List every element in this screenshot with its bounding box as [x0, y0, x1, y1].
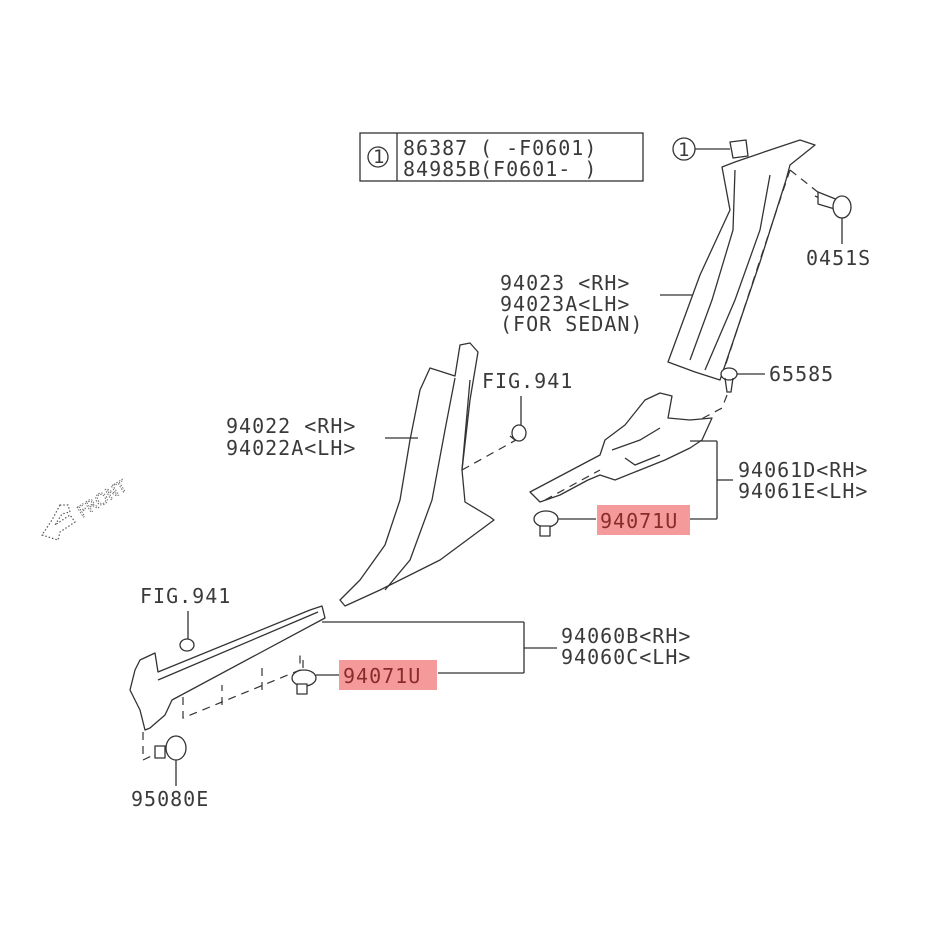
svg-text:FIG.941: FIG.941 [482, 369, 573, 393]
svg-text:94060C<LH>: 94060C<LH> [561, 645, 691, 669]
fig-ref-mid: FIG.941 [482, 369, 573, 442]
highlighted-part-number[interactable]: 94071U [600, 509, 678, 533]
highlight-box [597, 505, 690, 535]
legend-row-1-part: 86387 [403, 136, 468, 160]
svg-text:94061E<LH>: 94061E<LH> [738, 479, 868, 503]
legend-table: 1 86387 ( -F0601) 84985B (F0601- ) [359, 132, 644, 182]
legend-row-2-part: 84985B [403, 157, 481, 181]
legend-ref-symbol: 1 [373, 146, 385, 168]
fig-ref-left: FIG.941 [140, 584, 231, 652]
svg-text:94023 <RH>: 94023 <RH> [500, 271, 630, 295]
rear-sill-part [529, 392, 713, 503]
label-65585: 65585 [769, 362, 834, 386]
front-sill-part [129, 605, 326, 761]
clip-94071u-rear: 94071U [533, 505, 690, 537]
ref-circle-icon [367, 146, 389, 168]
callout-upper-pillar: 94023 <RH> 94023A<LH> (FOR SEDAN) [500, 271, 692, 336]
label-0451s: 0451S [806, 246, 871, 270]
callout-rear-sill: 94061D<RH> 94061E<LH> [690, 440, 868, 520]
bolt-95080e: 95080E [131, 735, 209, 811]
highlight-box [339, 660, 437, 690]
callout-center-pillar: 94022 <RH> 94022A<LH> [226, 414, 418, 460]
ref-callout-1: 1 [672, 137, 749, 161]
front-direction-arrow: FRONT [41, 476, 131, 541]
svg-text:FRONT: FRONT [74, 476, 131, 521]
svg-text:1: 1 [678, 139, 690, 161]
svg-text:94022 <RH>: 94022 <RH> [226, 414, 356, 438]
svg-text:94022A<LH>: 94022A<LH> [226, 436, 356, 460]
upper-pillar-part [667, 139, 839, 383]
clip-94071u-front: 94071U [291, 660, 437, 695]
svg-text:FIG.941: FIG.941 [140, 584, 231, 608]
front-arrow-icon [41, 504, 76, 541]
callout-front-sill: 94060B<RH> 94060C<LH> [322, 621, 691, 674]
svg-text:(FOR SEDAN): (FOR SEDAN) [500, 312, 643, 336]
legend-row-1-range: ( -F0601) [480, 136, 597, 160]
svg-text:94061D<RH>: 94061D<RH> [738, 458, 868, 482]
clip-65585: 65585 [689, 362, 834, 426]
highlighted-part-number[interactable]: 94071U [343, 664, 421, 688]
label-95080e: 95080E [131, 787, 209, 811]
svg-text:94023A<LH>: 94023A<LH> [500, 292, 630, 316]
legend-row-2-range: (F0601- ) [480, 157, 597, 181]
center-pillar-part [339, 342, 526, 607]
screw-0451s: 0451S [806, 191, 871, 270]
svg-text:94060B<RH>: 94060B<RH> [561, 624, 691, 648]
